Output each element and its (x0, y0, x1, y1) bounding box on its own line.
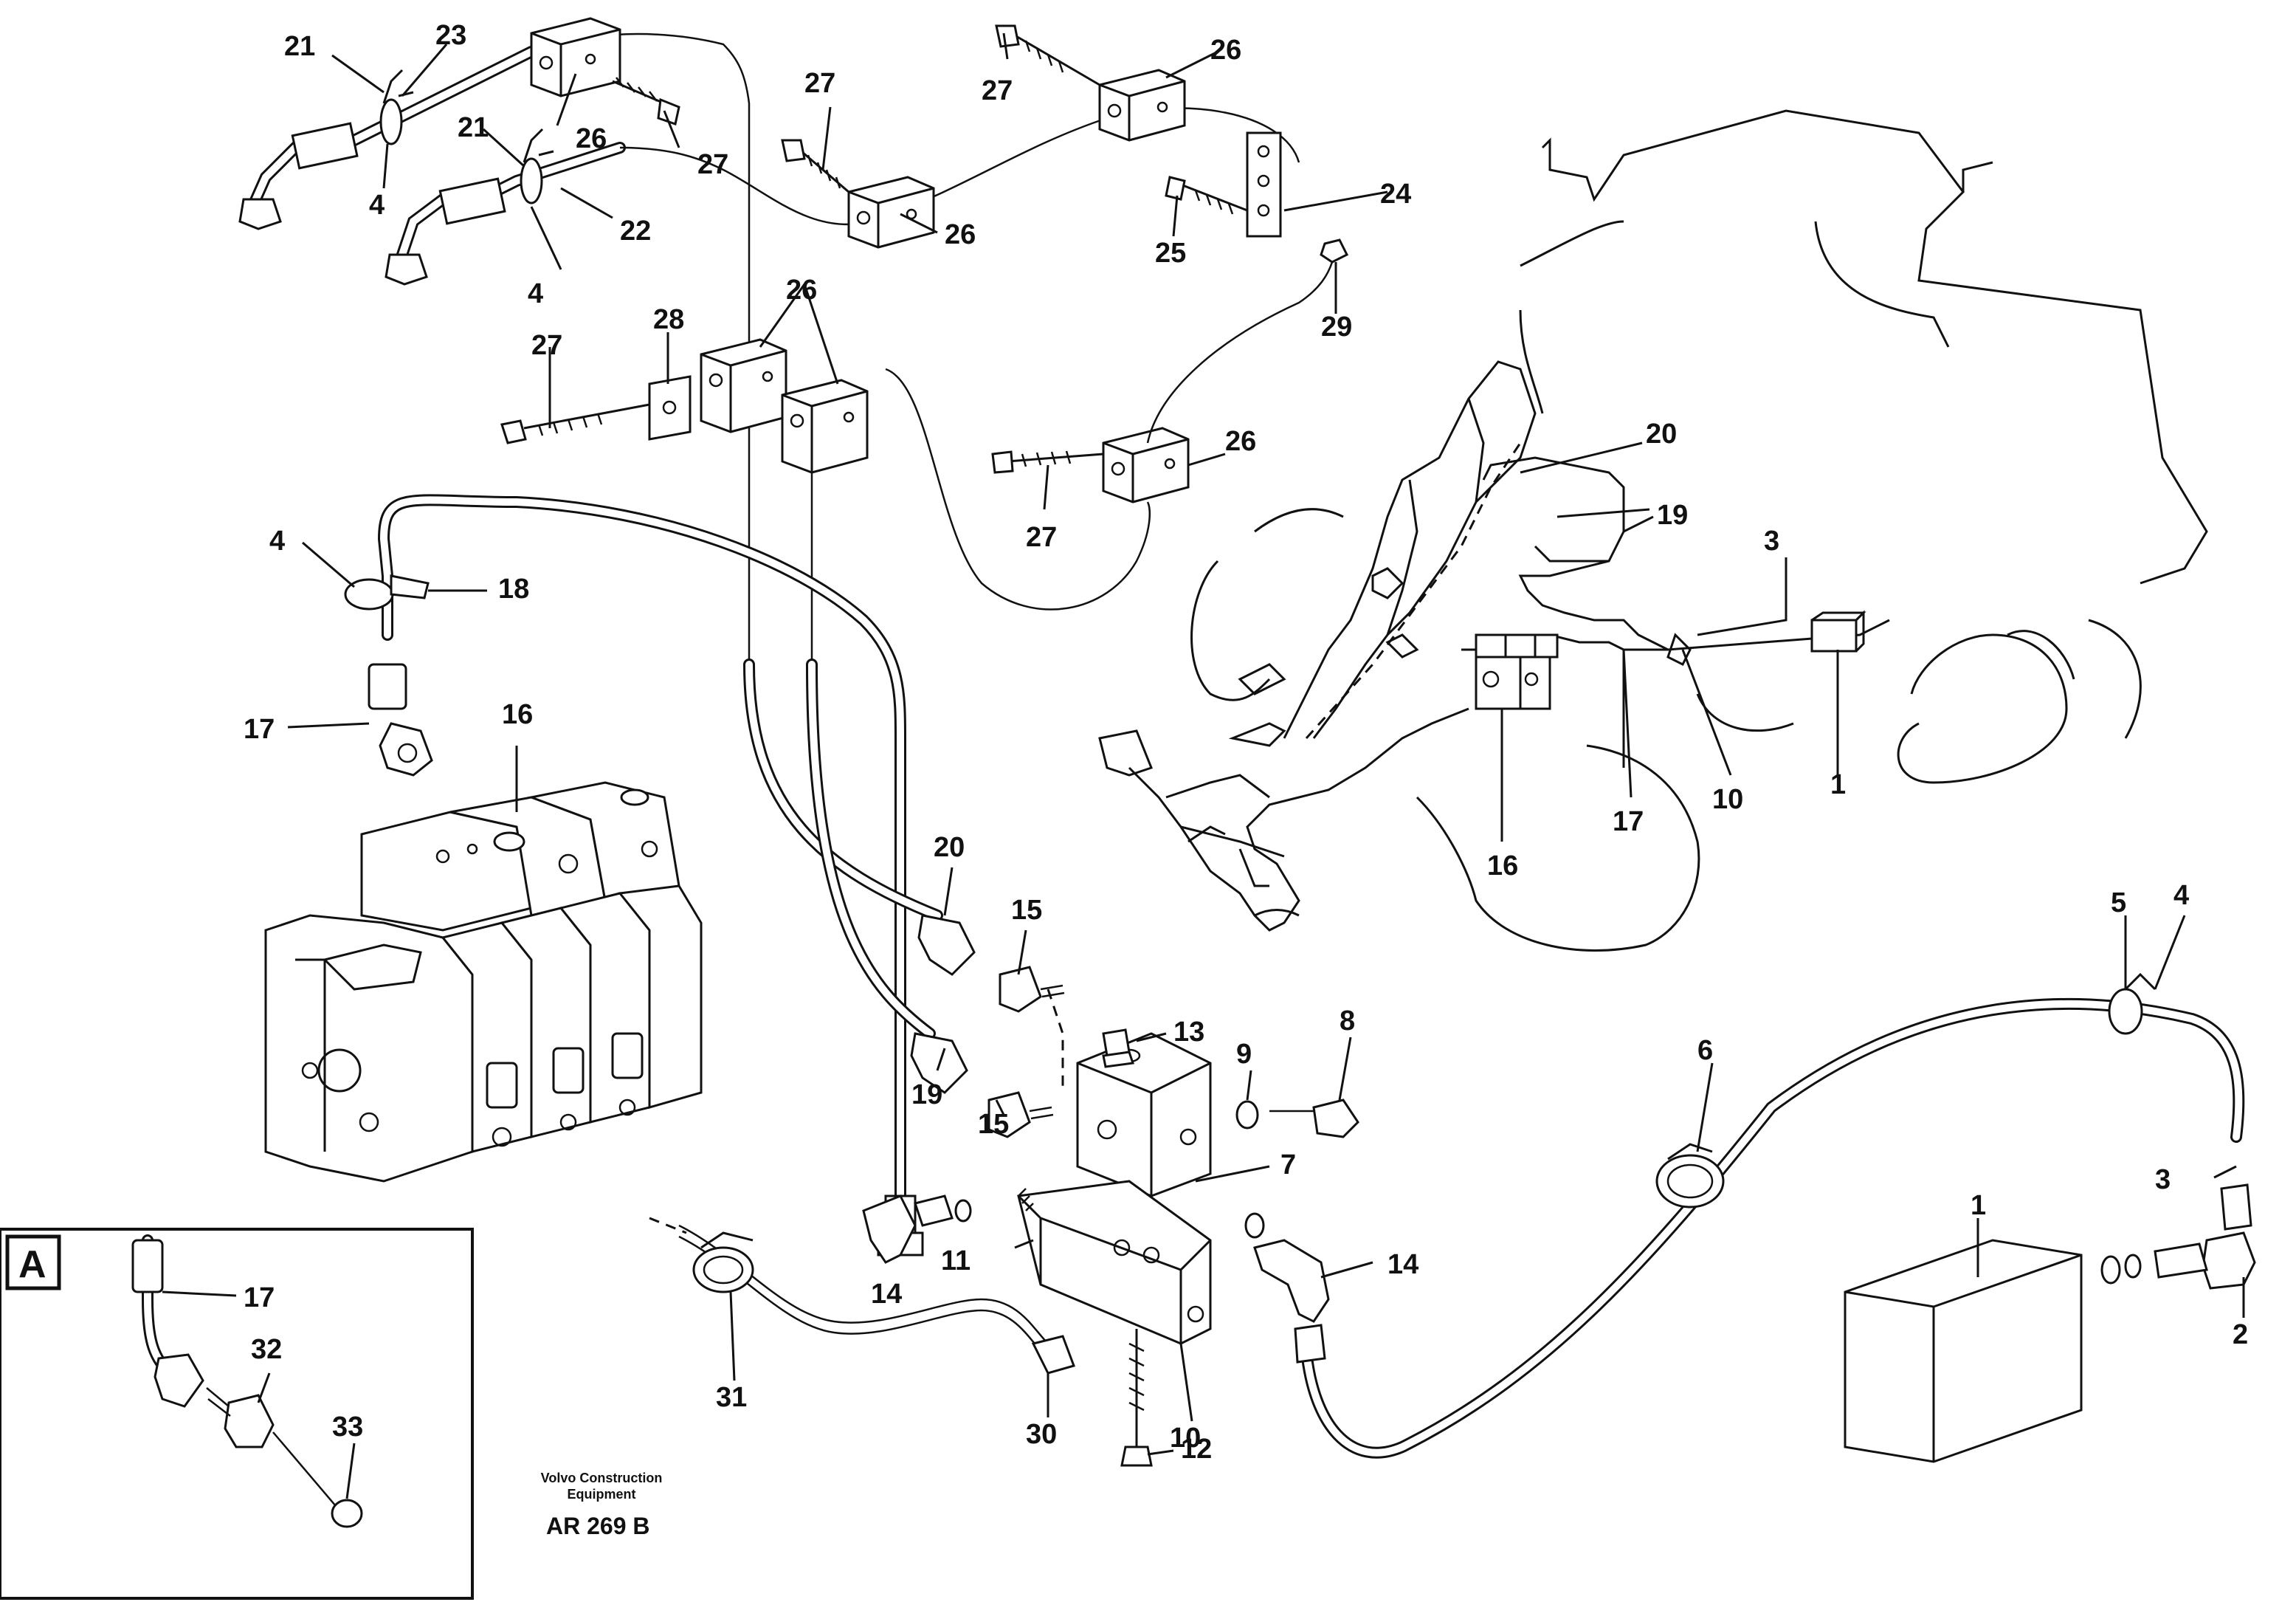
upper-hose-group (238, 32, 1300, 664)
callout-27: 27 (697, 149, 728, 180)
callout-26: 26 (945, 219, 976, 250)
callout-1: 1 (1971, 1190, 1986, 1221)
callout-1: 1 (1830, 769, 1846, 800)
cable-clamps (500, 17, 1349, 664)
callout-27: 27 (804, 68, 835, 99)
callout-26: 26 (576, 123, 607, 154)
callout-8: 8 (1340, 1005, 1355, 1037)
inset-label: A (18, 1243, 46, 1286)
callout-18: 18 (498, 574, 529, 605)
main-hoses (377, 494, 2245, 1459)
callout-6: 6 (1697, 1035, 1713, 1066)
callout-23: 23 (435, 20, 466, 51)
callout-15: 15 (978, 1109, 1009, 1140)
drawing-code: AR 269 B (546, 1513, 650, 1539)
callout-3: 3 (2155, 1164, 2171, 1195)
callout-20: 20 (1646, 419, 1677, 450)
callout-25: 25 (1155, 238, 1186, 269)
callout-10: 10 (1712, 784, 1743, 815)
loader-boom (1098, 360, 1537, 932)
callout-4: 4 (2173, 880, 2189, 911)
callout-7: 7 (1280, 1149, 1296, 1180)
callout-4: 4 (369, 190, 385, 221)
callout-16: 16 (1487, 850, 1518, 881)
callout-17: 17 (244, 1282, 275, 1313)
publisher-caption: Volvo Construction Equipment AR 269 B (541, 1471, 663, 1539)
control-valve-block (264, 781, 703, 1183)
callout-15: 15 (1011, 895, 1042, 926)
overview-wiring (1461, 456, 1890, 768)
callout-29: 29 (1321, 312, 1352, 343)
callout-26: 26 (1210, 35, 1241, 66)
wheel-loader-outline (1190, 109, 2208, 952)
callout-21: 21 (284, 31, 315, 62)
callout-28: 28 (653, 304, 684, 335)
callout-labels: 21 23 26 27 4 21 22 4 27 27 26 26 24 25 … (18, 20, 2248, 1465)
callout-26: 26 (1225, 426, 1256, 457)
callout-17: 17 (244, 714, 275, 745)
callout-24: 24 (1380, 179, 1411, 210)
callout-33: 33 (332, 1412, 363, 1443)
callout-30: 30 (1026, 1419, 1057, 1450)
callout-4: 4 (269, 526, 285, 557)
callout-5: 5 (2111, 887, 2126, 918)
callout-26: 26 (786, 275, 817, 306)
callout-14: 14 (871, 1279, 902, 1310)
callout-19: 19 (1657, 500, 1688, 531)
callout-19: 19 (911, 1079, 942, 1110)
callout-27: 27 (1026, 522, 1057, 553)
callout-22: 22 (620, 216, 651, 247)
callout-11: 11 (941, 1245, 971, 1276)
distribution-block (862, 1028, 1359, 1467)
callout-27: 27 (982, 75, 1013, 106)
callout-13: 13 (1173, 1017, 1204, 1048)
callout-20: 20 (934, 832, 965, 863)
callout-31: 31 (716, 1382, 747, 1413)
leader-lines (162, 32, 2245, 1499)
callout-4: 4 (528, 278, 543, 309)
lower-right-parts (344, 574, 2256, 1463)
caption-company-line2: Equipment (568, 1487, 636, 1502)
callout-9: 9 (1236, 1039, 1252, 1070)
callout-16: 16 (502, 699, 533, 730)
callout-27: 27 (531, 330, 562, 361)
detail-inset (0, 1228, 474, 1600)
callout-21: 21 (458, 112, 489, 143)
callout-10: 10 (1170, 1423, 1201, 1454)
callout-14: 14 (1387, 1249, 1418, 1280)
callout-2: 2 (2233, 1319, 2248, 1350)
callout-3: 3 (1764, 526, 1779, 557)
callout-32: 32 (251, 1334, 282, 1365)
callout-12: 12 (1181, 1434, 1212, 1465)
callout-17: 17 (1613, 806, 1644, 837)
caption-company-line1: Volvo Construction (541, 1471, 663, 1485)
